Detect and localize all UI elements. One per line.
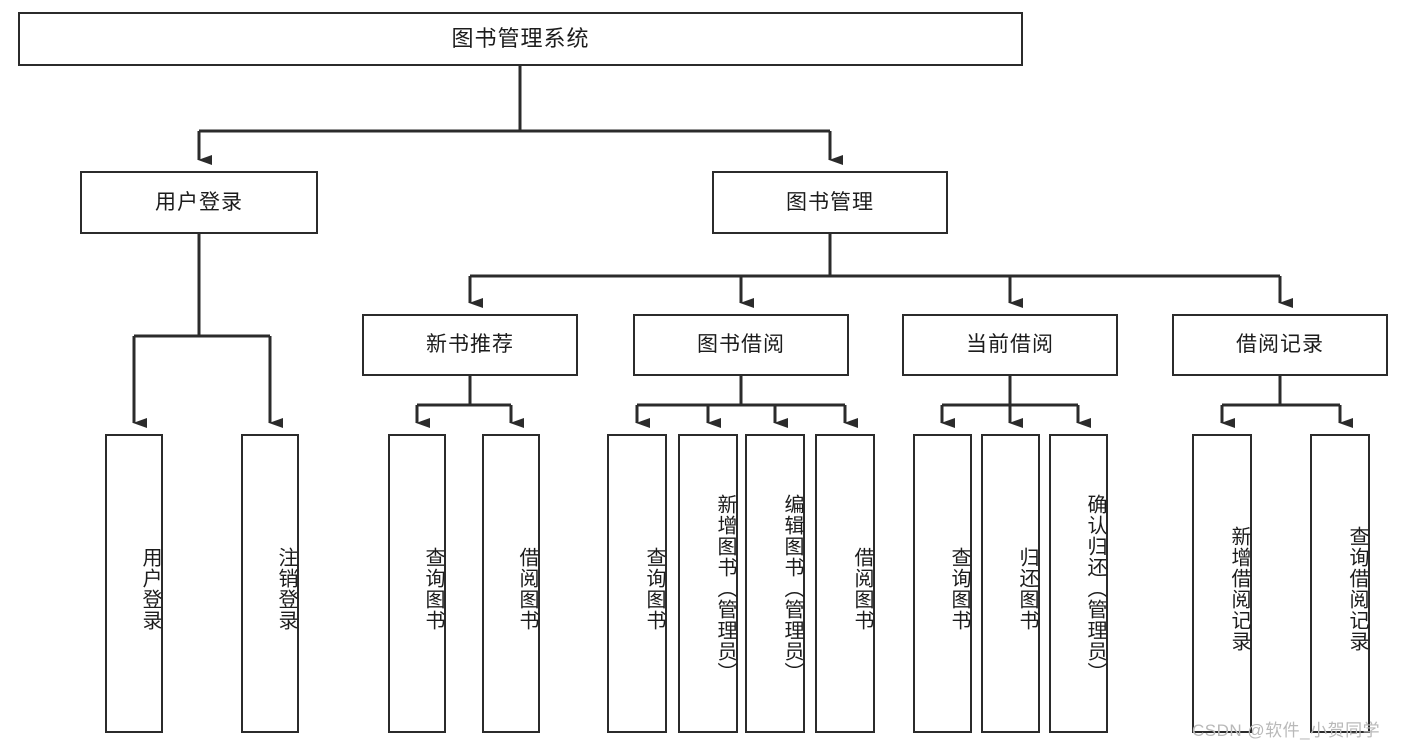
leaf-return-book[interactable]: 归还图书	[981, 434, 1040, 733]
leaf-user-login[interactable]: 用户登录	[105, 434, 163, 733]
leaf-query-book-3-label: 查询图书	[948, 546, 970, 631]
leaf-borrow-book-1-label: 借阅图书	[516, 546, 538, 631]
node-book-borrow[interactable]: 图书借阅	[633, 314, 849, 376]
leaf-user-login-label: 用户登录	[139, 546, 161, 631]
leaf-logout-login-label: 注销登录	[275, 546, 297, 631]
leaf-add-record-label: 新增借阅记录	[1228, 525, 1250, 652]
node-user-login-label: 用户登录	[155, 190, 243, 214]
leaf-add-book[interactable]: 新增图书（管理员）	[678, 434, 738, 733]
leaf-add-record[interactable]: 新增借阅记录	[1192, 434, 1252, 733]
node-root[interactable]: 图书管理系统	[18, 12, 1023, 66]
leaf-query-book-1-label: 查询图书	[422, 546, 444, 631]
node-new-book-recommend[interactable]: 新书推荐	[362, 314, 578, 376]
leaf-borrow-book-1[interactable]: 借阅图书	[482, 434, 540, 733]
leaf-borrow-book-2-label: 借阅图书	[851, 546, 873, 631]
node-current-borrow[interactable]: 当前借阅	[902, 314, 1118, 376]
leaf-return-book-label: 归还图书	[1016, 546, 1038, 631]
leaf-query-record[interactable]: 查询借阅记录	[1310, 434, 1370, 733]
leaf-confirm-return[interactable]: 确认归还（管理员）	[1049, 434, 1108, 733]
node-current-borrow-label: 当前借阅	[966, 333, 1054, 357]
node-user-login[interactable]: 用户登录	[80, 171, 318, 234]
leaf-query-book-2-label: 查询图书	[643, 546, 665, 631]
node-root-label: 图书管理系统	[451, 25, 590, 51]
node-book-management-label: 图书管理	[786, 190, 874, 214]
leaf-query-book-2[interactable]: 查询图书	[607, 434, 667, 733]
node-book-borrow-label: 图书借阅	[697, 333, 785, 357]
leaf-borrow-book-2[interactable]: 借阅图书	[815, 434, 875, 733]
leaf-edit-book[interactable]: 编辑图书（管理员）	[745, 434, 805, 733]
leaf-edit-book-label: 编辑图书（管理员）	[781, 494, 803, 683]
node-new-book-recommend-label: 新书推荐	[426, 333, 514, 357]
node-book-management[interactable]: 图书管理	[712, 171, 948, 234]
node-borrow-record-label: 借阅记录	[1236, 333, 1324, 357]
leaf-query-record-label: 查询借阅记录	[1346, 525, 1368, 652]
leaf-logout-login[interactable]: 注销登录	[241, 434, 299, 733]
leaf-query-book-3[interactable]: 查询图书	[913, 434, 972, 733]
node-borrow-record[interactable]: 借阅记录	[1172, 314, 1388, 376]
leaf-add-book-label: 新增图书（管理员）	[714, 494, 736, 683]
leaf-query-book-1[interactable]: 查询图书	[388, 434, 446, 733]
leaf-confirm-return-label: 确认归还（管理员）	[1084, 494, 1106, 683]
